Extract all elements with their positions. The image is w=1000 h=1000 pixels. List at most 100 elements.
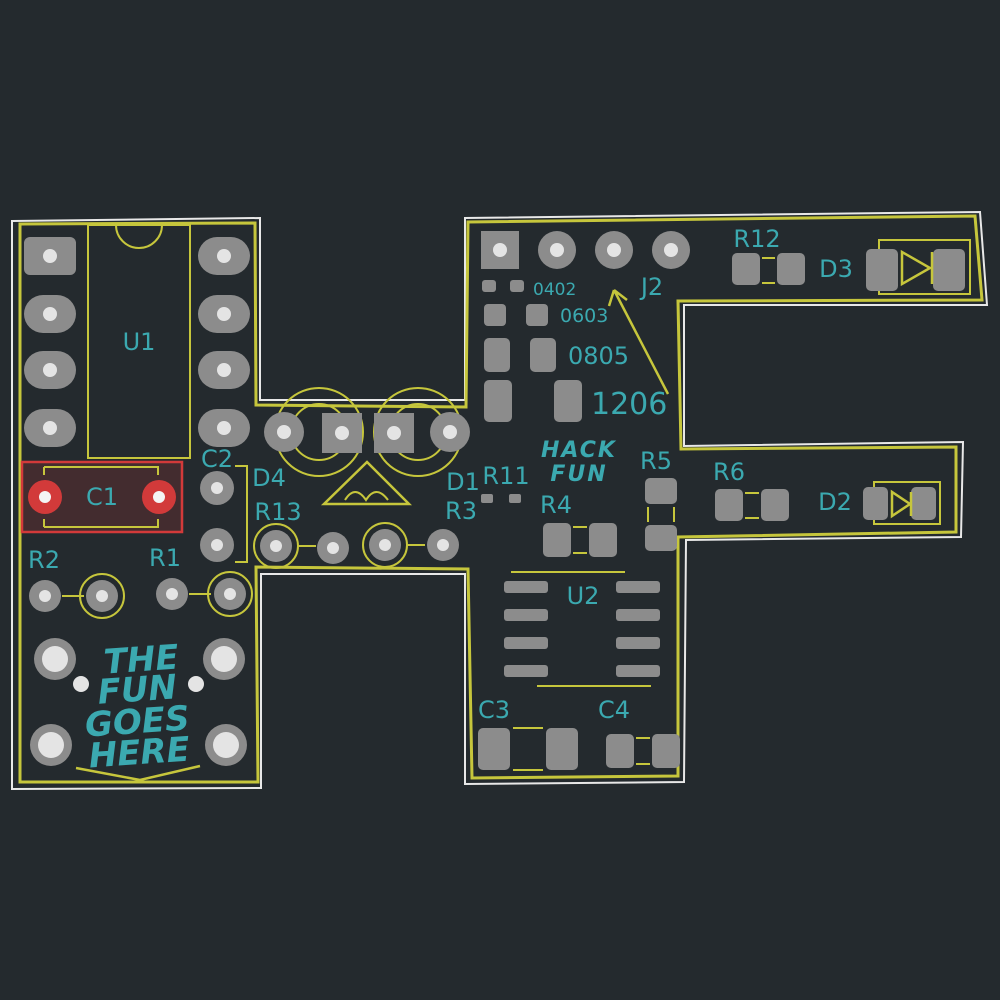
r12-ref-label: R12 (733, 225, 780, 253)
r2-ref-label: R2 (28, 546, 60, 574)
c3-pad-1[interactable] (478, 728, 510, 770)
c3-footprint[interactable]: C3 (478, 696, 578, 771)
board-outline (11, 210, 989, 791)
d2-diode-symbol (890, 489, 913, 519)
c2-footprint[interactable]: C2 (200, 445, 248, 563)
d4-ref-label: D4 (252, 464, 286, 492)
d1-ref-label: D1 (446, 468, 480, 496)
c3-pad-2[interactable] (546, 728, 578, 770)
pad-0603-a[interactable] (484, 304, 506, 326)
c2-silkscreen (235, 465, 248, 563)
pad-1206-a[interactable] (484, 380, 512, 422)
u1-drill-8 (217, 249, 231, 263)
c1-footprint-selected[interactable]: C1 (20, 460, 184, 534)
pad-0805-a[interactable] (484, 338, 510, 372)
r12-pad-2[interactable] (777, 253, 805, 285)
pad-0603-b[interactable] (526, 304, 548, 326)
pad-0402-a[interactable] (482, 280, 496, 292)
j2-footprint[interactable]: J2 (481, 231, 690, 301)
r5-pad-1[interactable] (645, 478, 677, 504)
u2-pad-3[interactable] (504, 637, 548, 649)
c2-ref-label: C2 (201, 445, 233, 473)
slogan-line-3: GOES (84, 698, 191, 745)
bottom-left-pads (30, 638, 247, 766)
r11-ref-label: R11 (482, 462, 529, 490)
u2-pad-4[interactable] (504, 665, 548, 677)
slogan-line-1: THE (102, 637, 179, 682)
nose-curl (344, 491, 389, 502)
u2-pad-7[interactable] (616, 609, 660, 621)
r11-pad-1[interactable] (481, 494, 493, 503)
r1-ref-label: R1 (149, 544, 181, 572)
r2-footprint[interactable]: R2 (28, 546, 125, 619)
d2-pad-2[interactable] (911, 487, 936, 520)
r5-pad-2[interactable] (645, 525, 677, 551)
r1-footprint[interactable]: R1 (149, 544, 253, 617)
u1-drill-5 (217, 421, 231, 435)
c1-drill-2 (153, 491, 165, 503)
size-label-0805: 0805 (568, 342, 629, 370)
r1-silk-ring (207, 571, 253, 617)
u2-pad-6[interactable] (616, 637, 660, 649)
c4-footprint[interactable]: C4 (598, 696, 680, 768)
r1-drill-2 (224, 588, 236, 600)
d2-footprint[interactable]: D2 (818, 481, 941, 525)
r11-footprint[interactable]: R11 (481, 462, 530, 503)
right-eye-drill (443, 425, 457, 439)
pad-0402-b[interactable] (510, 280, 524, 292)
r4-ref-label: R4 (540, 491, 572, 519)
j2-drill-1 (493, 243, 507, 257)
r13-drill-1 (270, 540, 282, 552)
size-label-1206: 1206 (591, 387, 667, 422)
c4-pad-2[interactable] (652, 734, 680, 768)
d3-footprint[interactable]: D3 (819, 239, 971, 295)
u1-drill-6 (217, 363, 231, 377)
r5-footprint[interactable]: R5 (640, 447, 677, 551)
u1-drill-7 (217, 307, 231, 321)
r11-pad-2[interactable] (509, 494, 521, 503)
slogan-line-4: HERE (87, 730, 191, 777)
r4-pad-2[interactable] (589, 523, 617, 557)
size-label-0402: 0402 (533, 280, 576, 300)
size-label-0603: 0603 (560, 305, 608, 327)
r12-pad-1[interactable] (732, 253, 760, 285)
u2-pad-2[interactable] (504, 609, 548, 621)
j2-drill-2 (550, 243, 564, 257)
pad-0805-b[interactable] (530, 338, 556, 372)
u2-pad-1[interactable] (504, 581, 548, 593)
r12-footprint[interactable]: R12 (732, 225, 805, 285)
r6-pad-2[interactable] (761, 489, 789, 521)
r3-drill-2 (437, 539, 449, 551)
u2-pad-5[interactable] (616, 665, 660, 677)
pad-1206-b[interactable] (554, 380, 582, 422)
u1-footprint[interactable]: U1 (24, 224, 250, 459)
r1-drill-1 (166, 588, 178, 600)
u1-ref-label: U1 (123, 328, 156, 356)
r4-pad-1[interactable] (543, 523, 571, 557)
u1-drill-2 (43, 307, 57, 321)
u2-pad-8[interactable] (616, 581, 660, 593)
r3-ref-label: R3 (445, 497, 477, 525)
center-drill-1 (335, 426, 349, 440)
u1-drill-4 (43, 421, 57, 435)
button-drill-bottom-left (38, 732, 64, 758)
button-drill-top-right (211, 646, 237, 672)
r6-footprint[interactable]: R6 (713, 458, 789, 521)
d3-pad-2[interactable] (933, 249, 965, 291)
r4-footprint[interactable]: R4 (540, 491, 617, 557)
u1-silkscreen-body (87, 224, 191, 459)
d2-pad-1[interactable] (863, 487, 888, 520)
d3-ref-label: D3 (819, 255, 853, 283)
c4-ref-label: C4 (598, 696, 630, 724)
c1-ref-label: C1 (86, 483, 118, 511)
u2-footprint[interactable]: U2 (504, 571, 660, 687)
c4-pad-1[interactable] (606, 734, 634, 768)
alignment-hole-right (188, 676, 204, 692)
r13-ref-label: R13 (254, 498, 301, 526)
face-region: D4 D1 (252, 387, 480, 506)
r6-pad-1[interactable] (715, 489, 743, 521)
nose-triangle (320, 460, 413, 506)
d3-pad-1[interactable] (866, 249, 898, 291)
r13-r3-row: R13 R3 (253, 497, 477, 569)
